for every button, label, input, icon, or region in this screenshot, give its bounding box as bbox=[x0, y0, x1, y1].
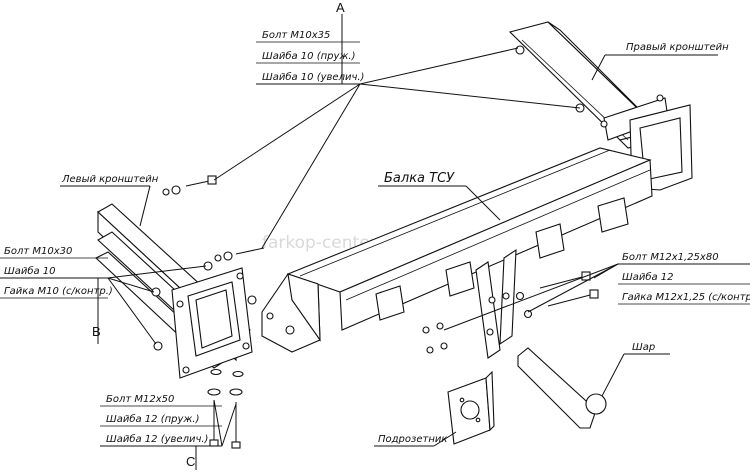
label-washer-12-spring: Шайба 12 (пруж.) bbox=[106, 413, 200, 425]
label-bolt-m10x35: Болт М10х35 bbox=[262, 30, 330, 41]
label-nut-m12x125: Гайка М12х1,25 (с/контр.) bbox=[622, 292, 750, 303]
label-socket-plate: Подрозетник bbox=[378, 434, 447, 445]
label-bolt-m12x125x80: Болт М12х1,25х80 bbox=[622, 252, 719, 263]
label-washer-10-enlarged: Шайба 10 (увелич.) bbox=[262, 71, 364, 83]
callout-letter-a: A bbox=[336, 0, 345, 15]
bolt-m10x30-fasteners bbox=[151, 261, 257, 351]
callout-letter-b: B bbox=[92, 324, 101, 339]
label-washer-10: Шайба 10 bbox=[4, 265, 56, 277]
label-washer-12: Шайба 12 bbox=[622, 271, 674, 283]
label-washer-10-spring: Шайба 10 (пруж.) bbox=[262, 50, 356, 62]
label-bolt-m10x30: Болт М10х30 bbox=[4, 246, 72, 257]
bolt-m10x35-fasteners bbox=[162, 175, 265, 262]
bolt-m12x50-fasteners bbox=[207, 368, 244, 449]
label-left-bracket: Левый кронштейн bbox=[61, 174, 159, 185]
leader-lines bbox=[0, 14, 750, 470]
label-bolt-m12x50: Болт М12х50 bbox=[106, 394, 174, 405]
left-bracket-part bbox=[95, 203, 253, 379]
towbar-beam-part bbox=[261, 147, 653, 353]
label-nut-m10: Гайка М10 (с/контр.) bbox=[4, 286, 113, 297]
callout-letter-c: C bbox=[186, 454, 195, 469]
label-towbar-beam: Балка ТСУ bbox=[384, 171, 455, 186]
label-right-bracket: Правый кронштейн bbox=[626, 42, 729, 53]
ball-hitch-part bbox=[517, 347, 607, 429]
socket-plate-part bbox=[447, 370, 495, 445]
ball-mount-plate-part bbox=[475, 248, 517, 359]
label-underlines bbox=[0, 41, 750, 427]
label-ball: Шар bbox=[632, 342, 655, 353]
label-washer-12-enlarged: Шайба 12 (увелич.) bbox=[106, 433, 208, 445]
